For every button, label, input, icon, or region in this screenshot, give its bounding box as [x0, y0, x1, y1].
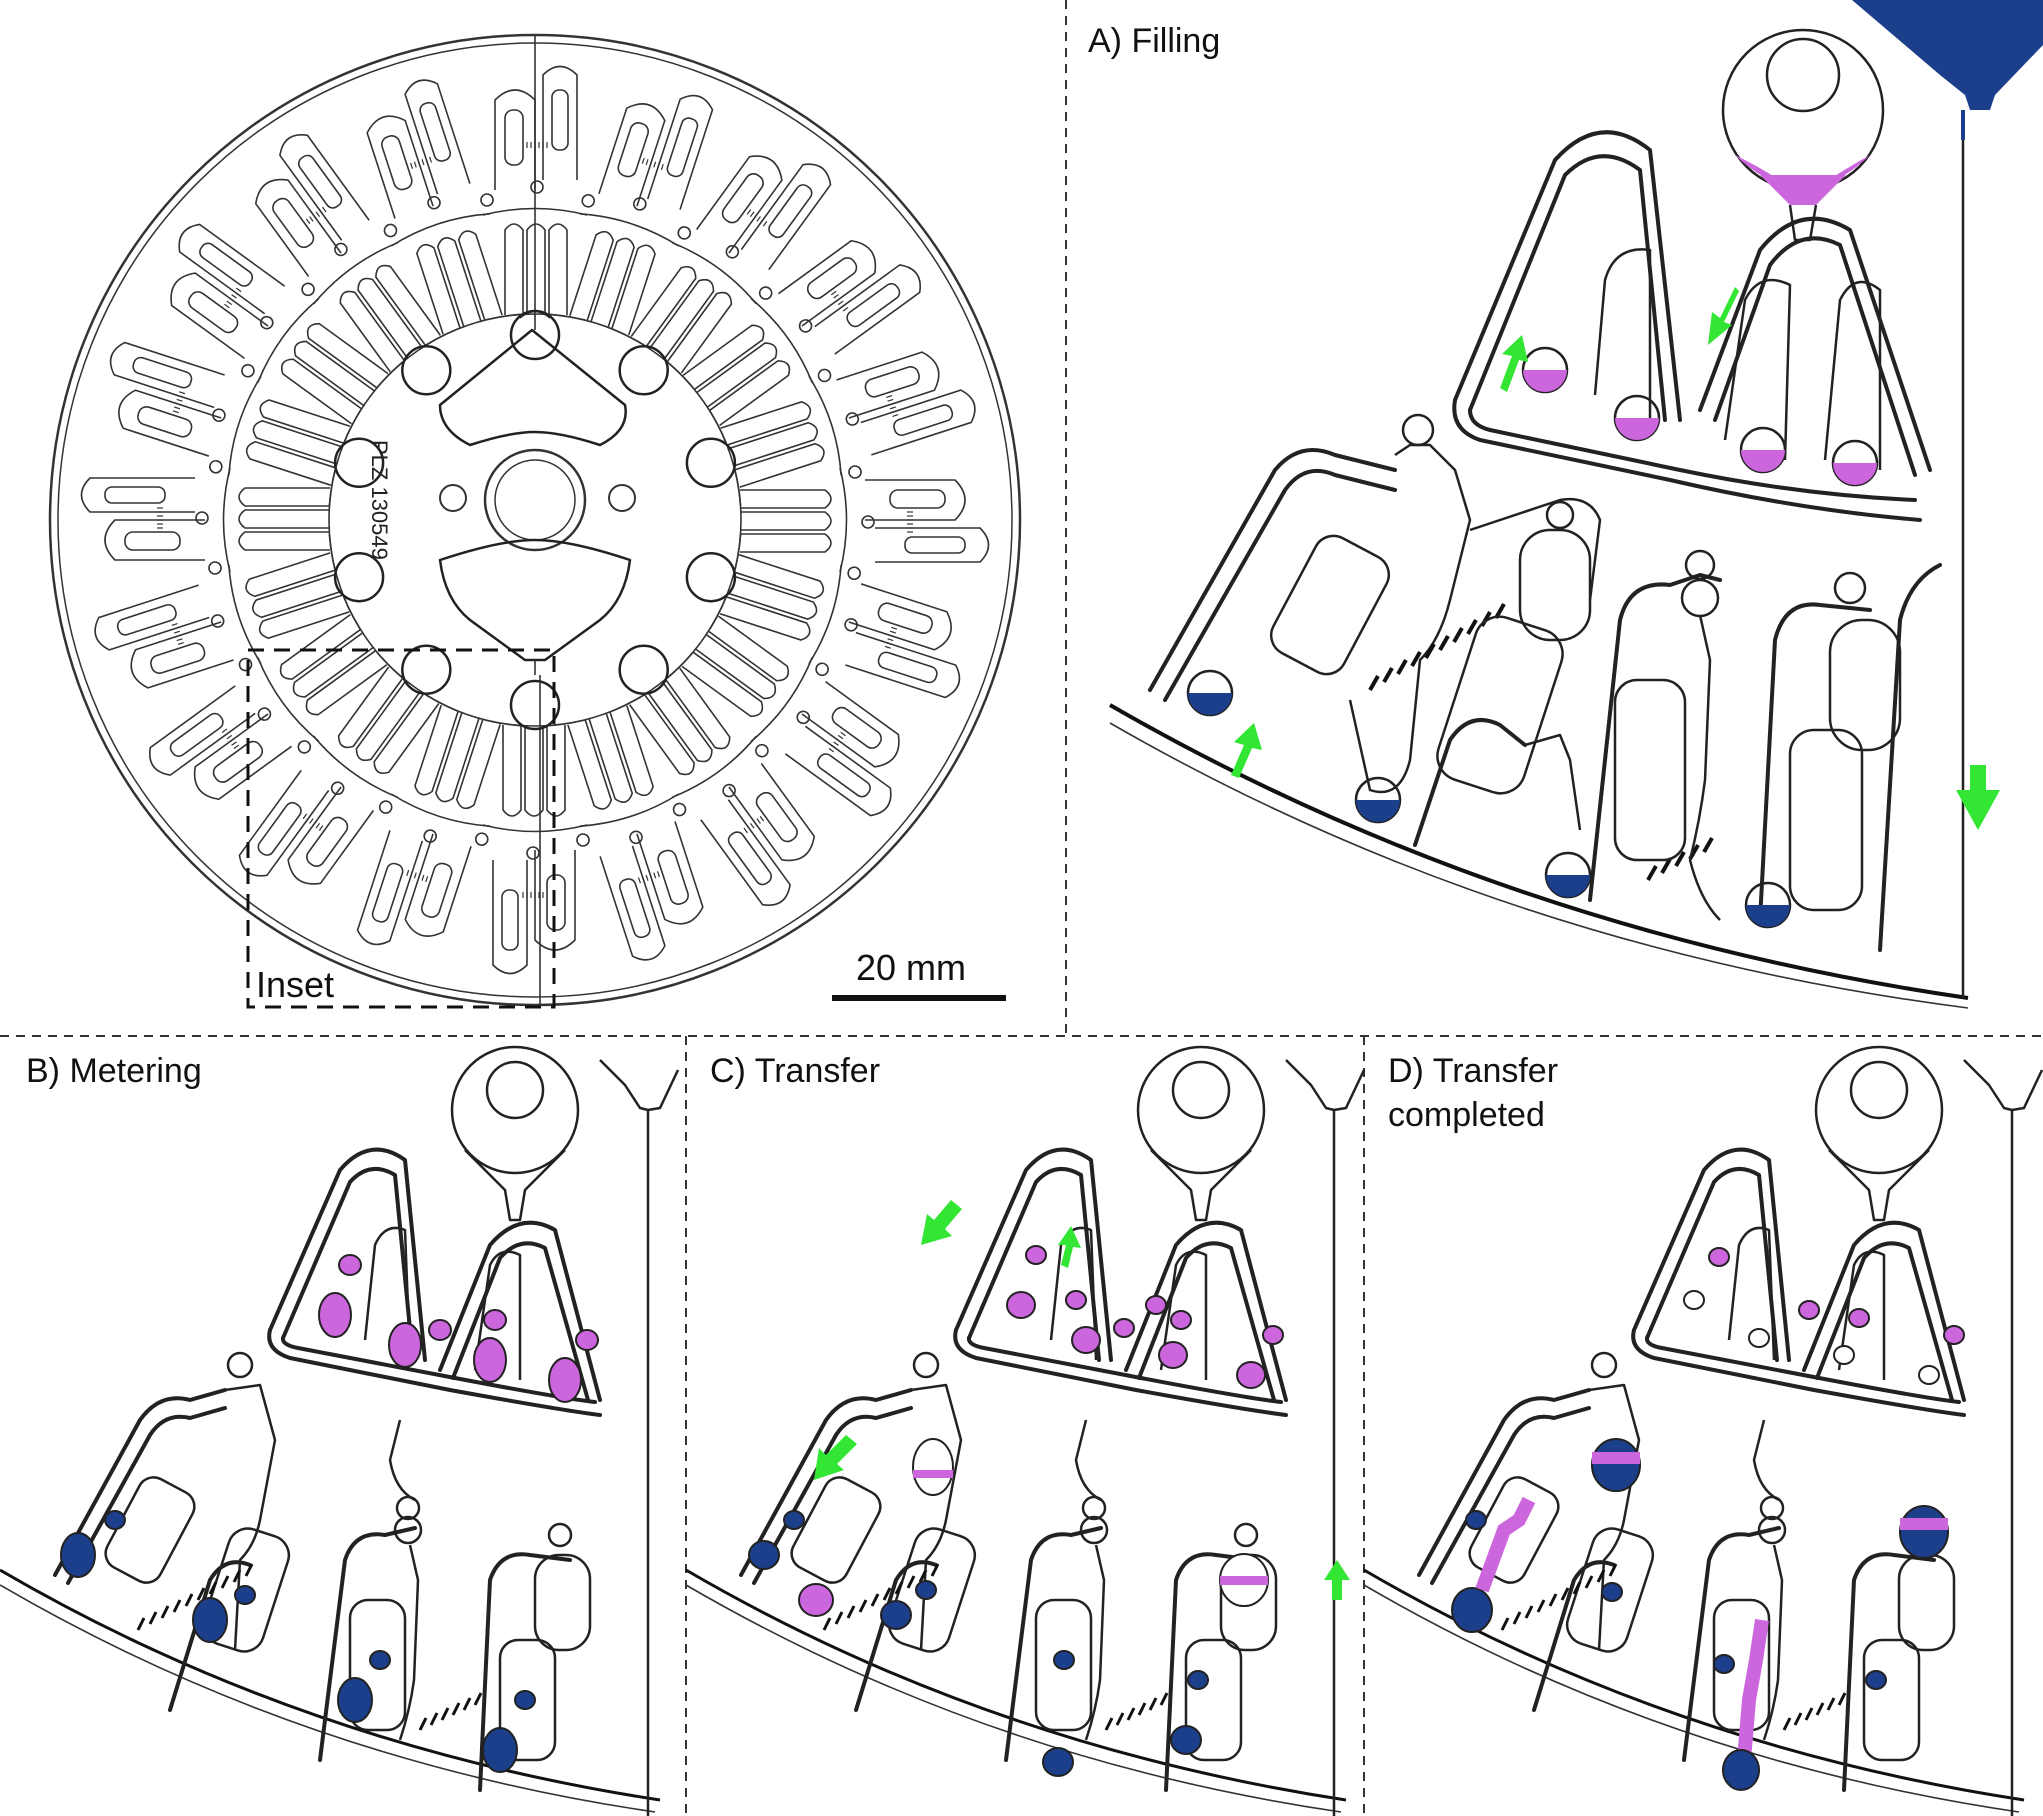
panel-a-reagent-chambers — [1521, 346, 1879, 487]
loading-port — [1852, 0, 2043, 110]
disk-sector-unit — [611, 651, 816, 907]
disk-overview: PLZ 130549 Inset 20 mm — [48, 33, 1022, 1009]
inset-label: Inset — [256, 964, 334, 1005]
alignment-hole-right — [608, 484, 636, 512]
disk-sector-unit — [549, 694, 704, 961]
disk-sector-unit — [238, 651, 459, 885]
arrow-icon — [921, 1200, 962, 1245]
panel-d-title-line1: D) Transfer — [1388, 1052, 1558, 1090]
central-vent-lower — [438, 538, 632, 662]
disk-waste-chamber — [618, 644, 669, 695]
disk-microfluidic-sectors — [80, 65, 990, 975]
panel-a-metering-structure — [1452, 130, 1932, 522]
disk-waste-chamber — [685, 551, 737, 603]
panel-chip-drawing — [685, 1045, 1366, 1816]
panel-a-graduations — [1368, 603, 1714, 881]
disk-sector-unit — [549, 94, 714, 346]
disk-sector-unit — [666, 596, 900, 817]
disk-sector-unit — [366, 79, 521, 346]
disk-sector-unit — [148, 596, 404, 801]
disk-sector-unit — [734, 465, 990, 573]
scale-bar-label: 20 mm — [856, 947, 966, 988]
disk-waste-chamber — [509, 309, 561, 361]
panel-b-title: B) Metering — [26, 1052, 202, 1090]
panel-chip-drawing — [1363, 1045, 2043, 1816]
panel-a-title: A) Filling — [1088, 22, 1220, 60]
reagent-reservoir — [1721, 28, 1885, 242]
disk-waste-chamber — [401, 345, 452, 396]
disk-sector-unit — [709, 534, 961, 699]
disk-sector-unit — [611, 155, 832, 389]
arrow-icon — [814, 1435, 857, 1480]
panel-a-disk-edge — [1109, 703, 1969, 1000]
panel-d-title-line2: completed — [1388, 1096, 1545, 1134]
central-vent-upper — [438, 328, 627, 447]
panel-a-filling: A) Filling — [1088, 0, 2043, 1009]
disk-waste-chambers — [333, 309, 737, 731]
disk-waste-chamber — [685, 437, 737, 489]
panel-chip-drawing — [0, 1045, 680, 1816]
disk-sector-unit — [170, 223, 404, 444]
arrow-icon — [1058, 1226, 1081, 1268]
disk-sector-unit — [80, 467, 336, 575]
panel-d-transfer-completed: D) Transfer completed — [1363, 1045, 2043, 1816]
arrow-icon — [1956, 765, 2000, 830]
inset-box — [246, 648, 556, 1009]
arrow-icon — [1324, 1560, 1350, 1600]
disk-sector-unit — [109, 341, 361, 506]
disk-sector-unit — [356, 694, 521, 946]
disk-waste-chamber — [401, 644, 452, 695]
alignment-hole-left — [439, 484, 467, 512]
arrow-icon — [1500, 335, 1528, 392]
panel-a-flow-arrows — [1231, 287, 2000, 830]
arrow-icon — [1231, 723, 1262, 778]
disk-waste-chamber — [333, 551, 385, 603]
center-hole — [483, 448, 587, 552]
panel-c-transfer: C) Transfer — [685, 1045, 1366, 1816]
panel-a-lower-structure — [1148, 413, 1942, 952]
disk-waste-chamber — [333, 437, 385, 489]
arrow-icon — [1708, 287, 1739, 345]
disk-sector-unit — [482, 719, 590, 975]
panel-a-sample-chambers — [1186, 669, 1792, 929]
disk-sector-unit — [480, 65, 588, 321]
disk-sector-unit — [666, 239, 922, 444]
disk-waste-chamber — [618, 345, 669, 396]
panel-c-title: C) Transfer — [710, 1052, 880, 1090]
panel-b-metering: B) Metering — [0, 1045, 680, 1816]
disk-sector-unit — [254, 133, 459, 389]
disk-waste-chamber — [509, 679, 561, 731]
center-hole-inner — [494, 459, 576, 541]
chip-id-text: PLZ 130549 — [367, 440, 392, 560]
